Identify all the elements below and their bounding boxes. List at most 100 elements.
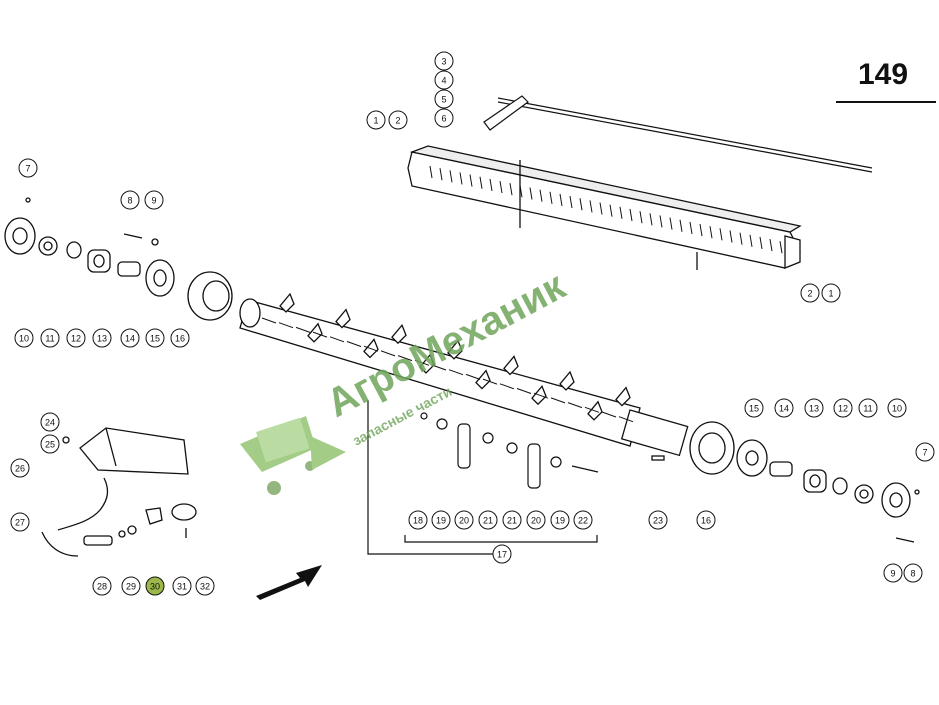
callout-6[interactable]: 6	[434, 108, 454, 128]
callout-13[interactable]: 13	[92, 328, 112, 348]
callout-12[interactable]: 12	[833, 398, 853, 418]
callout-14[interactable]: 14	[774, 398, 794, 418]
callout-circle	[145, 576, 165, 596]
trough-slot	[759, 236, 763, 250]
callout-16[interactable]: 16	[170, 328, 190, 348]
auger-flight	[397, 355, 413, 362]
auger-flight	[533, 392, 549, 399]
callout-31[interactable]: 31	[172, 576, 192, 596]
callout-1[interactable]: 1	[821, 283, 841, 303]
auger-paddle	[447, 339, 463, 360]
callout-circle	[774, 398, 794, 418]
callout-label: 9	[151, 196, 156, 206]
callout-19[interactable]: 19	[431, 510, 451, 530]
callout-32[interactable]: 32	[195, 576, 215, 596]
right-bearing-stack	[651, 421, 920, 543]
callout-13[interactable]: 13	[804, 398, 824, 418]
callout-22[interactable]: 22	[573, 510, 593, 530]
callout-21[interactable]: 21	[478, 510, 498, 530]
callout-17[interactable]: 17	[492, 544, 512, 564]
callout-2[interactable]: 2	[388, 110, 408, 130]
callout-5[interactable]: 5	[434, 89, 454, 109]
trough-slot	[749, 234, 753, 247]
callout-8[interactable]: 8	[903, 563, 923, 583]
callout-label: 20	[459, 516, 469, 526]
callout-label: 19	[555, 516, 565, 526]
page-number: 149	[858, 58, 909, 91]
callout-3[interactable]: 3	[434, 51, 454, 71]
callout-circle	[492, 544, 512, 564]
callout-label: 23	[653, 516, 663, 526]
callout-14[interactable]: 14	[120, 328, 140, 348]
auger-flight	[499, 383, 515, 390]
callout-circle	[800, 283, 820, 303]
trough-slot	[559, 193, 563, 207]
callout-10[interactable]: 10	[887, 398, 907, 418]
callout-9[interactable]: 9	[883, 563, 903, 583]
auger-flight	[567, 402, 583, 409]
callout-27[interactable]: 27	[10, 512, 30, 532]
callout-circle	[833, 398, 853, 418]
callout-label: 21	[483, 516, 493, 526]
trough-slot	[469, 174, 473, 187]
callout-circle	[915, 442, 935, 462]
callout-10[interactable]: 10	[14, 328, 34, 348]
callout-1[interactable]: 1	[366, 110, 386, 130]
callout-11[interactable]: 11	[40, 328, 60, 348]
trough-slot	[569, 196, 573, 209]
callout-28[interactable]: 28	[92, 576, 112, 596]
callout-12[interactable]: 12	[66, 328, 86, 348]
trough-slot	[629, 208, 633, 222]
auger-paddle-hardware	[367, 400, 599, 555]
direction-arrow	[256, 565, 322, 600]
long-rod	[483, 95, 873, 173]
callout-circle	[744, 398, 764, 418]
callout-label: 1	[373, 116, 378, 126]
callout-8[interactable]: 8	[120, 190, 140, 210]
trough-slot	[699, 223, 703, 237]
callout-15[interactable]: 15	[744, 398, 764, 418]
callout-circle	[434, 51, 454, 71]
callout-7[interactable]: 7	[915, 442, 935, 462]
trough-slot	[669, 217, 673, 230]
callout-circle	[502, 510, 522, 530]
trough-slot	[769, 239, 773, 252]
callout-label: 1	[828, 289, 833, 299]
callout-25[interactable]: 25	[40, 434, 60, 454]
callout-7[interactable]: 7	[18, 158, 38, 178]
callout-circle	[388, 110, 408, 130]
auger-flight	[363, 345, 379, 352]
left-bearing-stack	[4, 197, 233, 321]
callout-circle	[10, 458, 30, 478]
callout-24[interactable]: 24	[40, 412, 60, 432]
callout-circle	[92, 576, 112, 596]
callout-29[interactable]: 29	[121, 576, 141, 596]
callout-4[interactable]: 4	[434, 70, 454, 90]
callout-circle	[170, 328, 190, 348]
trough-slot	[729, 230, 733, 243]
auger-paddle	[615, 386, 631, 407]
callout-16[interactable]: 16	[696, 510, 716, 530]
callout-9[interactable]: 9	[144, 190, 164, 210]
callout-21[interactable]: 21	[502, 510, 522, 530]
callout-label: 26	[15, 464, 25, 474]
callout-18[interactable]: 18	[408, 510, 428, 530]
callout-circle	[434, 70, 454, 90]
callout-20[interactable]: 20	[526, 510, 546, 530]
trough-slot	[479, 176, 483, 189]
callout-11[interactable]: 11	[858, 398, 878, 418]
callout-circle	[526, 510, 546, 530]
callout-circle	[120, 190, 140, 210]
callout-30[interactable]: 30	[145, 576, 165, 596]
callout-23[interactable]: 23	[648, 510, 668, 530]
callout-19[interactable]: 19	[550, 510, 570, 530]
callout-26[interactable]: 26	[10, 458, 30, 478]
auger-paddle	[559, 370, 575, 391]
auger-flight	[278, 322, 294, 329]
callout-label: 2	[807, 289, 812, 299]
callout-circle	[434, 89, 454, 109]
callout-15[interactable]: 15	[145, 328, 165, 348]
hood-assembly	[41, 420, 197, 557]
callout-20[interactable]: 20	[454, 510, 474, 530]
callout-2[interactable]: 2	[800, 283, 820, 303]
